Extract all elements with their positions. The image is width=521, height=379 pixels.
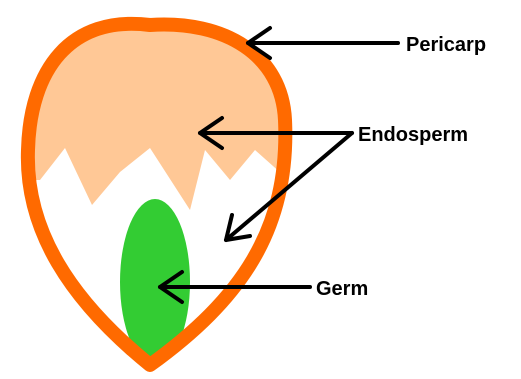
pericarp-label: Pericarp (406, 34, 486, 56)
germ-label: Germ (316, 278, 368, 300)
pericarp-arrow (248, 28, 398, 58)
endosperm-label: Endosperm (358, 124, 468, 146)
